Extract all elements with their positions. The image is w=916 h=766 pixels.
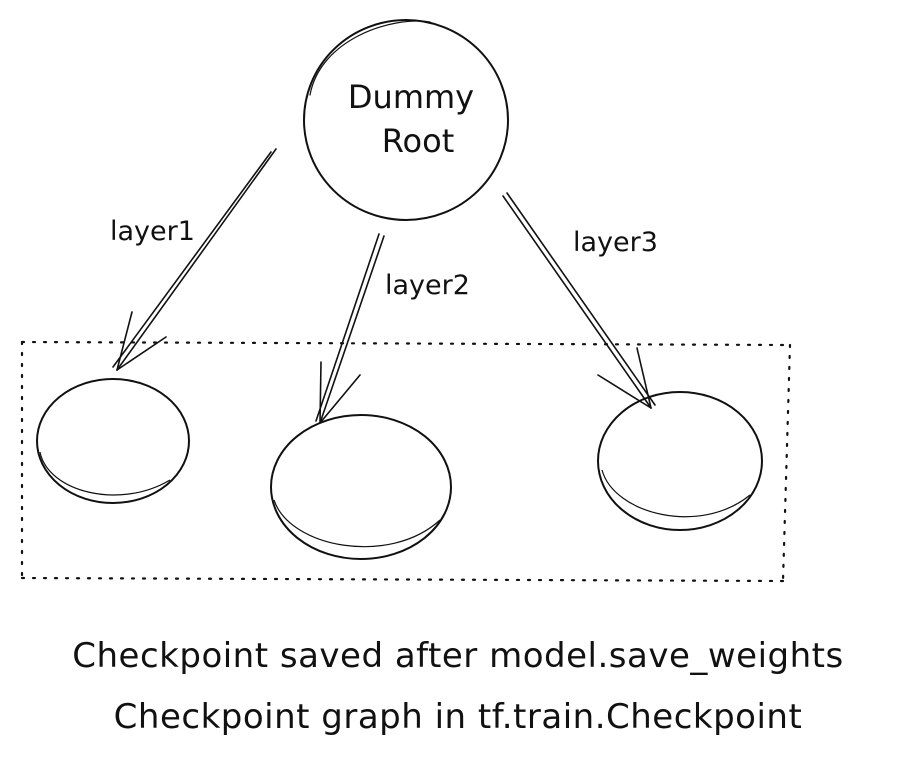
- edge-layer2-arrow: [315, 233, 385, 424]
- root-node-label-line2: Root: [382, 122, 455, 160]
- root-node-label-line1: Dummy: [348, 78, 474, 116]
- edge-layer1-arrow: [112, 148, 277, 371]
- child-node-2: [270, 414, 452, 560]
- edge-layer2-label: layer2: [385, 270, 470, 301]
- child-nodes-group-box: [20, 340, 792, 583]
- edge-layer3-label: layer3: [573, 227, 658, 258]
- edge-layer1-label: layer1: [110, 216, 195, 247]
- child-node-3: [597, 391, 763, 531]
- child-node-1: [36, 378, 190, 504]
- root-node: [303, 19, 509, 221]
- caption-checkpoint-saved: Checkpoint saved after model.save_weight…: [72, 636, 844, 676]
- caption-checkpoint-graph: Checkpoint graph in tf.train.Checkpoint: [113, 697, 803, 737]
- edge-layer3-arrow: [502, 192, 656, 409]
